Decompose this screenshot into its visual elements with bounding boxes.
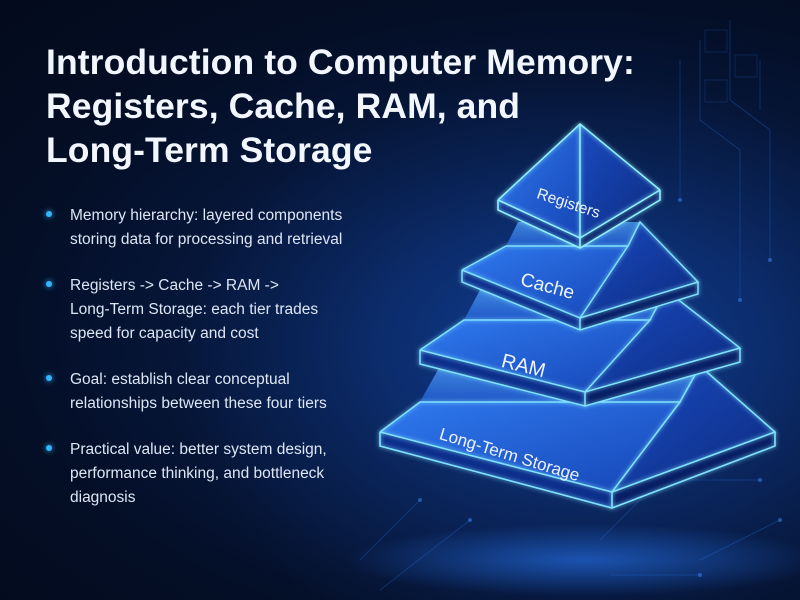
bullet-line: storing data for processing and retrieva… [70,231,343,248]
page-title: Introduction to Computer Memory: Registe… [46,40,686,172]
bullet-item: Practical value: better system design, p… [46,438,366,510]
tier-registers: Registers [497,122,661,249]
bullet-text: Registers -> Cache -> RAM -> Long-Term S… [70,274,366,346]
bullet-item: Memory hierarchy: layered components sto… [46,204,366,252]
title-line: Introduction to Computer Memory: [46,42,635,82]
bullet-text: Practical value: better system design, p… [70,438,366,510]
bullet-line: relationships between these four tiers [70,395,327,412]
bullet-line: Long-Term Storage: each tier trades [70,301,319,318]
bullet-dot-icon [46,211,52,217]
bullet-line: Registers -> Cache -> RAM -> [70,277,279,294]
tier-long-term-storage: Long-Term Storage [379,364,777,509]
bullet-line: Memory hierarchy: layered components [70,207,343,224]
bullet-text: Memory hierarchy: layered components sto… [70,204,366,252]
bullet-line: speed for capacity and cost [70,325,259,342]
bullet-text: Goal: establish clear conceptual relatio… [70,368,366,416]
bullet-dot-icon [46,445,52,451]
bullet-line: diagnosis [70,489,136,506]
title-line: Long-Term Storage [46,130,373,170]
bullet-list: Memory hierarchy: layered components sto… [46,204,366,532]
bullet-item: Registers -> Cache -> RAM -> Long-Term S… [46,274,366,346]
bullet-line: Practical value: better system design, [70,441,327,458]
bullet-dot-icon [46,281,52,287]
bullet-item: Goal: establish clear conceptual relatio… [46,368,366,416]
bullet-dot-icon [46,375,52,381]
bullet-line: performance thinking, and bottleneck [70,465,325,482]
bullet-line: Goal: establish clear conceptual [70,371,290,388]
title-line: Registers, Cache, RAM, and [46,86,521,126]
pyramid-floor-glow [345,524,800,596]
